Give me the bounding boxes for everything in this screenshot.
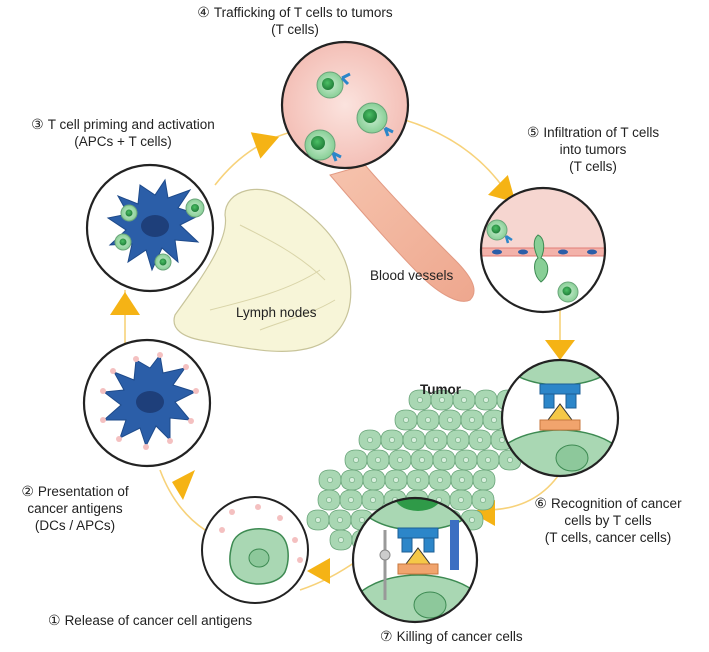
blood-vessels-label: Blood vessels: [370, 268, 454, 283]
tumor-cell-nucleus: [375, 457, 381, 463]
step-2-title2: cancer antigens: [27, 501, 123, 516]
blood-vessel: [329, 164, 475, 302]
tumor-cell-nucleus: [337, 517, 343, 523]
tumor-cell-nucleus: [491, 417, 497, 423]
tumor-cell-nucleus: [439, 397, 445, 403]
tumor-cell-nucleus: [480, 497, 486, 503]
tumor-cell-nucleus: [507, 457, 513, 463]
step-6-title2: cells by T cells: [564, 513, 652, 528]
tumor-cell-nucleus: [481, 477, 487, 483]
lymph-nodes-label: Lymph nodes: [236, 305, 317, 320]
tumor-cell-nucleus: [469, 517, 475, 523]
cycle-arrows: [110, 132, 575, 584]
step-1-title: Release of cancer cell antigens: [64, 613, 253, 628]
tumor-cell-nucleus: [469, 417, 475, 423]
tumor-cell-nucleus: [417, 397, 423, 403]
tumor-cell-nucleus: [458, 497, 464, 503]
step-5-number: ⑤: [526, 124, 540, 140]
tumor-cell-nucleus: [483, 397, 489, 403]
tumor-cell-nucleus: [459, 477, 465, 483]
tumor-cell-nucleus: [485, 457, 491, 463]
step-1-number: ①: [48, 612, 61, 628]
step-4-title: Trafficking of T cells to tumors: [213, 5, 393, 20]
t-cell: [304, 129, 342, 162]
arrow-5-to-6: [545, 340, 575, 360]
arrow-7-to-1: [307, 558, 330, 584]
tumor-cell-nucleus: [403, 417, 409, 423]
t-cell: [316, 71, 351, 99]
tumor-cell-nucleus: [447, 417, 453, 423]
arrow-1-to-2: [172, 470, 195, 500]
tumor-cell-nucleus: [393, 477, 399, 483]
antigen-dots: [219, 504, 303, 563]
tumor-cell-nucleus: [367, 437, 373, 443]
circle-recognition: [500, 358, 620, 478]
tumor-cell-nucleus: [353, 457, 359, 463]
tumor-cell-nucleus: [389, 437, 395, 443]
circle-trafficking: [280, 40, 410, 170]
tumor-cell-nucleus: [359, 517, 365, 523]
tumor-cell-nucleus: [348, 497, 354, 503]
step-5-sub: (T cells): [569, 159, 617, 174]
tumor-cell-nucleus: [433, 437, 439, 443]
step-3-title: T cell priming and activation: [47, 117, 215, 132]
tumor-cell-nucleus: [315, 517, 321, 523]
tumor-cell-nucleus: [411, 437, 417, 443]
tumor-cell-nucleus: [349, 477, 355, 483]
tumor-cell-nucleus: [425, 417, 431, 423]
tumor-cell-nucleus: [338, 537, 344, 543]
tumor-cell-nucleus: [397, 457, 403, 463]
arrow-4-to-5: [488, 175, 516, 203]
step-4-number: ④: [197, 4, 210, 20]
tumor-cell-nucleus: [371, 477, 377, 483]
arrow-3-to-4: [250, 132, 280, 159]
tumor-cell-nucleus: [463, 457, 469, 463]
step-7-title: Killing of cancer cells: [396, 629, 523, 644]
circle-killing: [351, 496, 479, 624]
tumor-cell-nucleus: [327, 477, 333, 483]
step-7-number: ⑦: [380, 628, 393, 644]
step-2-number: ②: [21, 483, 34, 499]
step-6-sub: (T cells, cancer cells): [544, 530, 672, 545]
tumor-cell-nucleus: [461, 397, 467, 403]
circle-release: [201, 496, 309, 604]
circle-infiltration: [479, 186, 607, 314]
tumor-cell-nucleus: [455, 437, 461, 443]
tumor-cell-nucleus: [370, 497, 376, 503]
tumor-cell-nucleus: [437, 477, 443, 483]
step-5-title: Infiltration of T cells: [543, 125, 660, 140]
step-2-sub: (DCs / APCs): [34, 518, 116, 533]
circle-priming: [85, 163, 215, 293]
step-3-number: ③: [31, 116, 44, 132]
circle-presentation: [82, 338, 212, 468]
tumor-cell-nucleus: [499, 437, 505, 443]
t-cell: [356, 102, 394, 137]
tumor-label: Tumor: [420, 382, 461, 397]
tumor-cell-nucleus: [415, 477, 421, 483]
step-5-title2: into tumors: [559, 142, 627, 157]
tumor-cell-nucleus: [419, 457, 425, 463]
tumor-cell-nucleus: [441, 457, 447, 463]
step-6-number: ⑥: [534, 495, 547, 511]
step-3-sub: (APCs + T cells): [74, 134, 172, 149]
step-4-sub: (T cells): [271, 22, 319, 37]
step-2-title: Presentation of: [37, 484, 129, 499]
step-6-title: Recognition of cancer: [550, 496, 682, 511]
arrow-2-to-3: [110, 292, 140, 315]
tumor-cell-nucleus: [477, 437, 483, 443]
lymph-node: [173, 188, 352, 352]
tumor-cell-nucleus: [326, 497, 332, 503]
